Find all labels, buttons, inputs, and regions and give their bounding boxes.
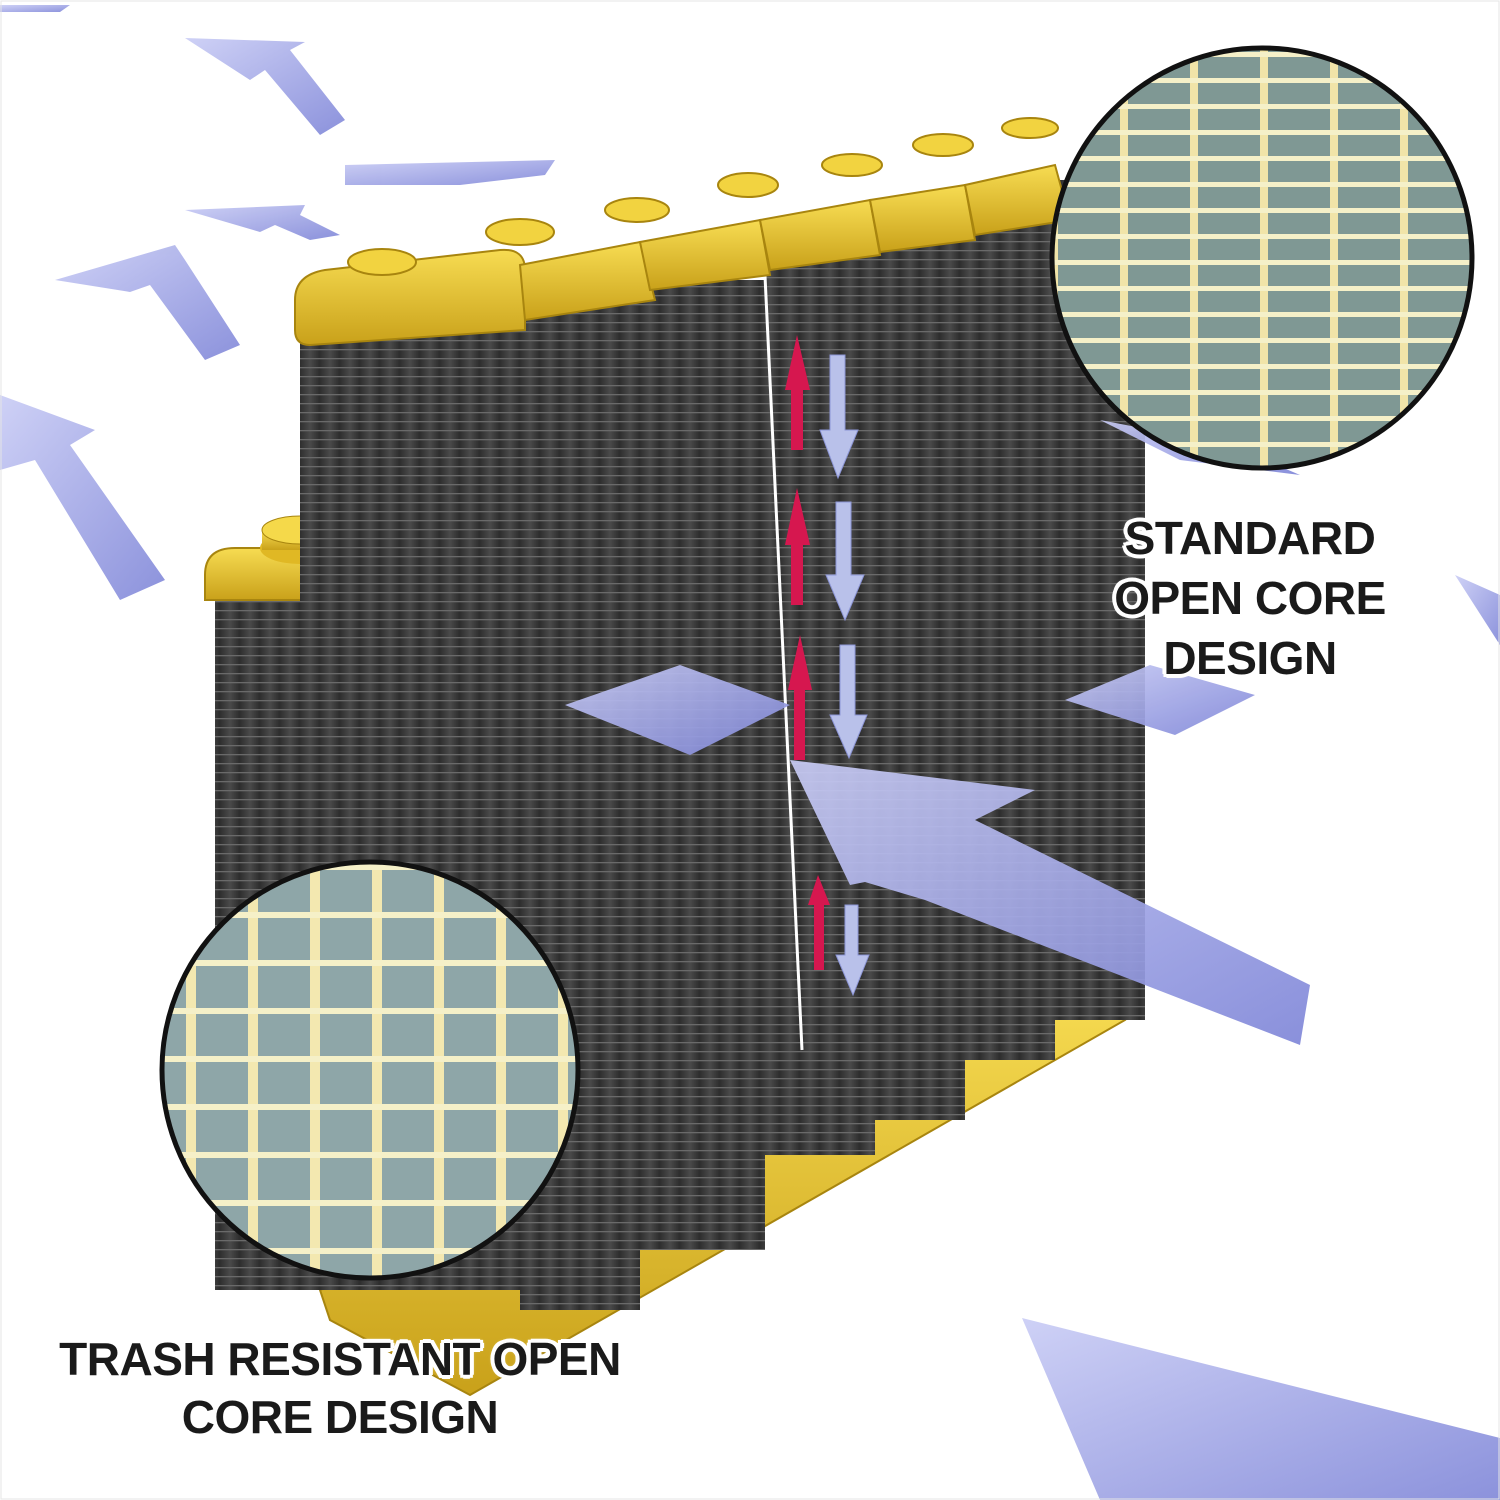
coolant-down-arrow-icon (825, 501, 865, 622)
coolant-down-arrow-icon (835, 904, 870, 997)
standard-open-core-label: STANDARD OPEN CORE DESIGN (1080, 508, 1420, 688)
filler-cap-icon (821, 153, 883, 177)
airflow-arrow-icon (1065, 665, 1255, 735)
coolant-down-arrow-icon (819, 354, 859, 480)
label-line: OPEN CORE (1114, 572, 1386, 624)
filler-cap-icon (912, 133, 974, 157)
airflow-arrow-icon (55, 245, 240, 360)
label-line: CORE DESIGN (181, 1391, 499, 1443)
zoom-magnifier-icon (1049, 45, 1475, 471)
trash-resistant-core-label: TRASH RESISTANT OPEN CORE DESIGN (30, 1330, 650, 1446)
airflow-arrow-icon (185, 38, 345, 135)
label-line: DESIGN (1163, 632, 1337, 684)
label-line: TRASH RESISTANT OPEN (59, 1333, 621, 1385)
airflow-arrow-icon (790, 760, 1310, 1045)
filler-cap-icon (1001, 117, 1059, 139)
airflow-arrows-background (0, 5, 1500, 1500)
filler-cap-icon (717, 172, 779, 198)
airflow-arrow-icon (565, 665, 790, 755)
label-line: STANDARD (1124, 512, 1376, 564)
top-tanks (294, 117, 1072, 347)
filler-cap-icon (485, 218, 555, 246)
airflow-arrow-icon (1022, 1318, 1500, 1500)
airflow-arrow-icon (0, 5, 70, 12)
airflow-arrow-icon (1455, 575, 1500, 645)
airflow-arrow-icon (0, 395, 165, 600)
trash-resistant-mesh-zoom (159, 859, 581, 1281)
standard-mesh-zoom (1049, 45, 1475, 471)
airflow-arrow-icon (185, 205, 340, 240)
coolant-up-arrow-icon (785, 488, 810, 605)
coolant-up-arrow-icon (808, 875, 830, 970)
filler-cap-icon (347, 248, 417, 276)
coolant-down-arrow-icon (829, 644, 868, 760)
zoom-magnifier-icon (159, 859, 581, 1281)
coolant-flow-arrows (785, 335, 870, 997)
filler-cap-icon (604, 197, 670, 223)
coolant-up-arrow-icon (788, 635, 812, 760)
airflow-arrow-icon (345, 160, 555, 185)
coolant-up-arrow-icon (785, 335, 810, 450)
